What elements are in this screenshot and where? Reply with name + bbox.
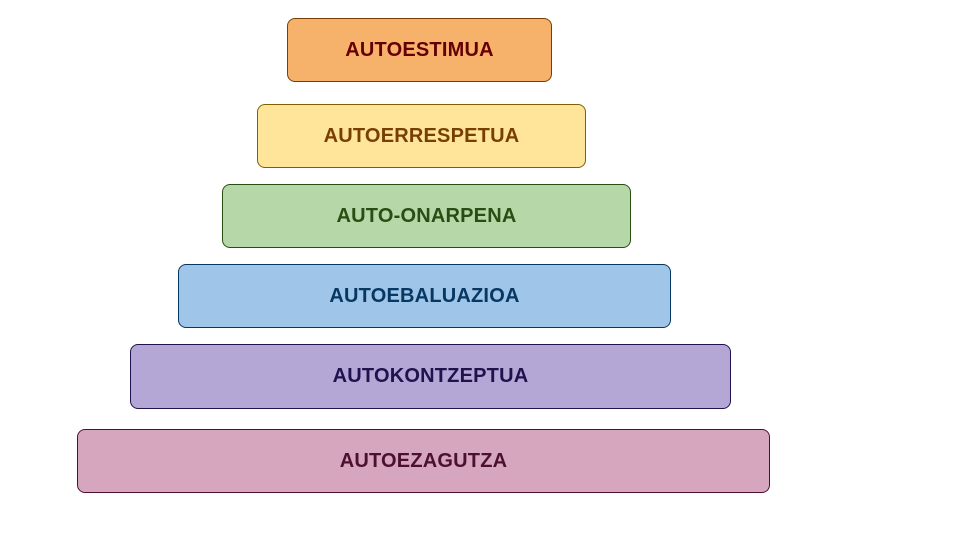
pyramid-level-label: AUTOKONTZEPTUA — [332, 365, 529, 387]
pyramid-level-autoebaluazioa: AUTOEBALUAZIOA — [178, 264, 671, 328]
pyramid-level-label: AUTOESTIMUA — [345, 38, 494, 61]
pyramid-level-autokontzeptua: AUTOKONTZEPTUA — [130, 344, 731, 409]
pyramid-level-autoestimua: AUTOESTIMUA — [287, 18, 552, 82]
pyramid-level-label: AUTOERRESPETUA — [323, 124, 520, 147]
pyramid-level-label: AUTOEZAGUTZA — [339, 449, 508, 472]
pyramid-level-auto-onarpena: AUTO-ONARPENA — [222, 184, 631, 248]
pyramid-level-autoezagutza: AUTOEZAGUTZA — [77, 429, 770, 493]
pyramid-level-label: AUTOEBALUAZIOA — [329, 284, 520, 307]
pyramid-level-label: AUTO-ONARPENA — [336, 204, 517, 227]
pyramid-level-autoerrespetua: AUTOERRESPETUA — [257, 104, 586, 168]
